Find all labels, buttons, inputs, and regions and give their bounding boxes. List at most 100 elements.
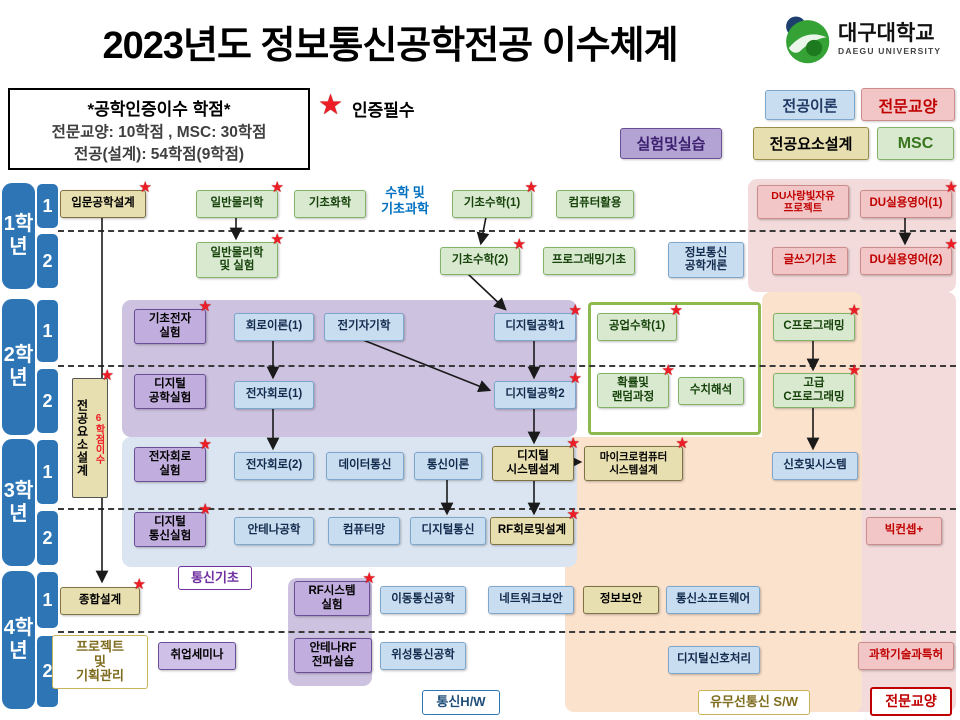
- university-logo-mark: [786, 16, 830, 64]
- legend-major-theory: 전공이론: [765, 90, 855, 120]
- course-satellite-comm: 위성통신공학: [380, 642, 466, 670]
- course-prog-basics: 프로그래밍기초: [543, 247, 635, 275]
- course-digital-comm: 디지털통신: [410, 517, 486, 545]
- course-elec-circuit2: 전자회로(2): [234, 452, 314, 480]
- required-star-icon: ★: [944, 236, 958, 253]
- course-digital-eng2: 디지털공학2★: [494, 371, 582, 409]
- required-star-icon: ★: [669, 302, 683, 319]
- course-digital-comm-lab: 디지털 통신실험★: [134, 502, 212, 547]
- course-adv-c-prog: 고급 C프로그래밍★: [773, 363, 861, 408]
- legend-lab-practice: 실험및실습: [620, 128, 722, 159]
- semester-divider-y2: [58, 365, 956, 367]
- semester-divider-y3: [58, 508, 956, 510]
- track-wire-wireless-sw-label: 유무선통신 S/W: [698, 690, 810, 715]
- required-star-icon: ★: [198, 501, 212, 518]
- legend-msc: MSC: [877, 127, 954, 160]
- required-star-icon: ★: [524, 179, 538, 196]
- page-title: 2023년도 정보통신공학전공 이수체계: [102, 25, 678, 67]
- university-name: 대구대학교 DAEGU UNIVERSITY: [838, 22, 941, 55]
- course-basic-math1: 기초수학(1)★: [452, 180, 538, 218]
- course-info-security: 정보보안: [583, 586, 659, 614]
- year-2-sem-1: 1: [37, 300, 58, 362]
- course-sci-tech-patent: 과학기술과특허: [858, 642, 954, 670]
- course-basic-math2: 기초수학(2)★: [440, 237, 526, 275]
- comm-basics-label: 통신기초: [178, 566, 252, 590]
- semester-divider-y4: [58, 631, 956, 633]
- course-du-english2: DU실용영어(2)★: [860, 237, 958, 275]
- course-du-english1: DU실용영어(1)★: [860, 180, 958, 218]
- course-rf-sys-lab: RF시스템 실험★: [294, 571, 376, 616]
- year-4-label: 4학 년: [2, 571, 35, 709]
- course-circuit-theory1: 회로이론(1): [234, 313, 314, 341]
- course-network-security: 네트워크보안: [488, 586, 574, 614]
- course-writing-basics: 글쓰기기초: [772, 247, 848, 275]
- course-digital-sys-design: 디지털 시스템설계★: [492, 436, 580, 481]
- required-star-icon: ★: [944, 179, 958, 196]
- required-star-icon: ★: [132, 576, 146, 593]
- certification-credits-line2: 전문교양: 10학점 , MSC: 30학점: [51, 123, 267, 141]
- course-numerical: 수치해석: [678, 377, 744, 405]
- course-intro-eng-design: 입문공학설계★: [60, 180, 152, 218]
- major-element-design-box: 전공요소설계 6학점이수 ★: [72, 368, 114, 498]
- required-star-icon: ★: [198, 298, 212, 315]
- course-signals-systems: 신호및시스템: [772, 452, 858, 480]
- required-star-legend-icon: ★: [318, 89, 344, 120]
- course-comm-theory: 통신이론: [414, 452, 482, 480]
- year-2-sem-2: 2: [37, 369, 58, 433]
- required-star-icon: ★: [100, 367, 114, 384]
- semester-divider-y1: [58, 230, 956, 232]
- course-gen-physics-lab: 일반물리학 및 실험★: [196, 232, 284, 278]
- year-3-label: 3학 년: [2, 439, 35, 566]
- course-antenna-eng: 안테나공학: [234, 517, 314, 545]
- course-electromagnetics: 전기자기학: [324, 313, 404, 341]
- course-basic-elec-lab: 기초전자 실험★: [134, 299, 212, 344]
- required-star-icon: ★: [847, 362, 861, 379]
- course-antenna-rf-practice: 안테나RF 전파실습: [294, 638, 372, 673]
- year-1-label: 1학 년: [2, 183, 35, 289]
- year-3-sem-1: 1: [37, 440, 58, 504]
- required-star-icon: ★: [566, 435, 580, 452]
- major-element-design-label: 전공요소설계: [75, 399, 89, 477]
- year-2-label: 2학 년: [2, 299, 35, 435]
- certification-credits-title: *공학인증이수 학점*: [87, 99, 231, 119]
- required-star-icon: ★: [270, 179, 284, 196]
- required-star-icon: ★: [138, 179, 152, 196]
- course-digital-eng1: 디지털공학1★: [494, 303, 582, 341]
- required-star-icon: ★: [568, 370, 582, 387]
- course-capstone: 종합설계★: [60, 577, 146, 615]
- required-star-icon: ★: [270, 231, 284, 248]
- legend-general-education: 전문교양: [861, 88, 955, 121]
- course-intro-ict: 정보통신 공학개론: [668, 242, 744, 278]
- required-star-icon: ★: [847, 302, 861, 319]
- university-logo: 대구대학교 DAEGU UNIVERSITY: [778, 12, 941, 66]
- course-elec-circuit-lab: 전자회로 실험★: [134, 437, 212, 482]
- course-dsp: 디지털신호처리: [668, 646, 760, 674]
- required-star-icon: ★: [661, 362, 675, 379]
- course-computer-util: 컴퓨터활용: [556, 190, 634, 218]
- required-star-icon: ★: [675, 435, 689, 452]
- legend-major-element-design: 전공요소설계: [753, 127, 869, 160]
- course-comm-software: 통신소프트웨어: [666, 586, 760, 614]
- year-1-sem-1: 1: [37, 184, 58, 228]
- required-star-icon: ★: [198, 436, 212, 453]
- course-micro-sys-design: 마이크로컴퓨터 시스템설계★: [584, 436, 689, 481]
- course-rf-circuit-design: RF회로및설계★: [490, 507, 580, 545]
- track-general-edu-label: 전문교양: [870, 687, 952, 716]
- required-star-icon: ★: [566, 506, 580, 523]
- course-gen-physics: 일반물리학★: [196, 180, 284, 218]
- certification-credits-box: *공학인증이수 학점* 전문교양: 10학점 , MSC: 30학점 전공(설계…: [8, 88, 310, 170]
- required-star-icon: ★: [568, 302, 582, 319]
- course-basic-chem: 기초화학: [294, 190, 366, 218]
- course-elec-circuit1: 전자회로(1): [234, 381, 314, 409]
- course-computer-net: 컴퓨터망: [328, 517, 400, 545]
- required-star-legend-label: 인증필수: [352, 101, 415, 120]
- year-3-sem-2: 2: [37, 511, 58, 565]
- required-star-icon: ★: [362, 570, 376, 587]
- course-data-comm: 데이터통신: [326, 452, 404, 480]
- course-job-seminar: 취업세미나: [158, 642, 236, 670]
- course-c-prog: C프로그래밍★: [773, 303, 861, 341]
- year-1-sem-2: 2: [37, 234, 58, 288]
- course-project-mgmt: 프로젝트 및 기획관리: [52, 635, 148, 689]
- university-name-ko: 대구대학교: [838, 22, 935, 46]
- math-basic-science-label: 수학 및 기초과학: [381, 185, 429, 216]
